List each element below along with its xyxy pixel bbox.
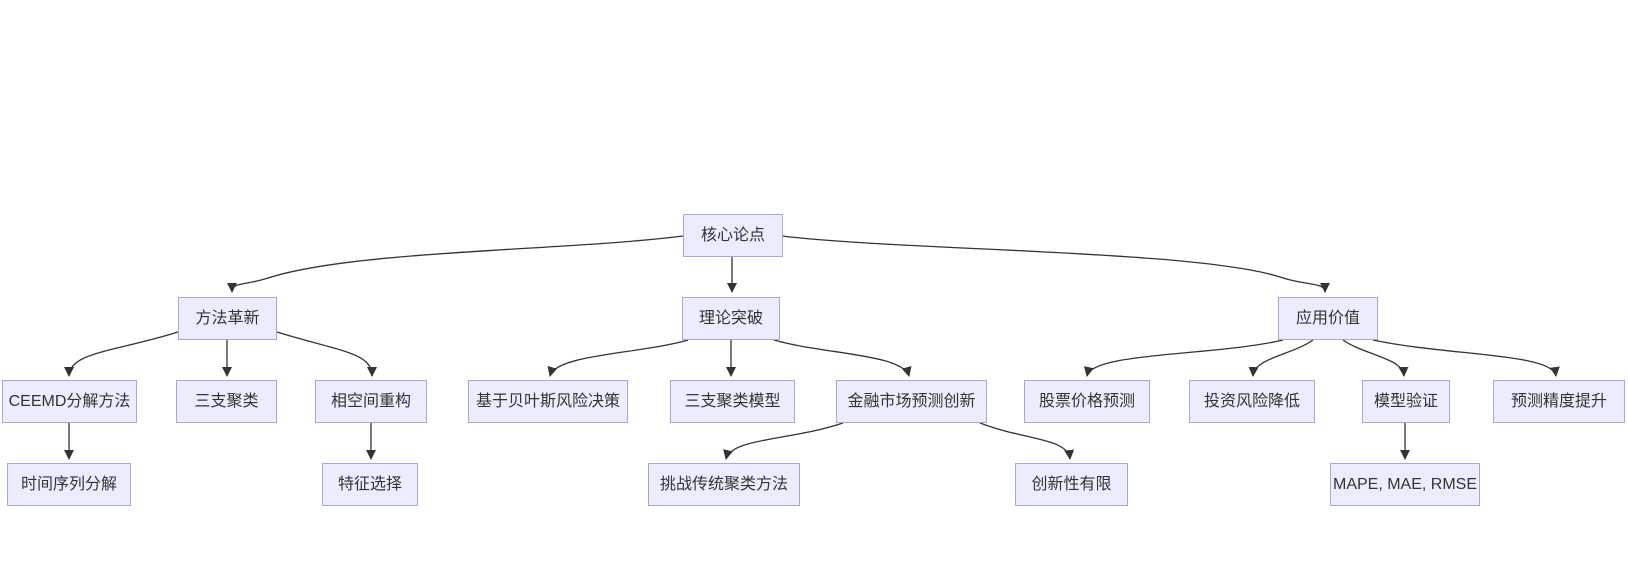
edge-method-to-phase-space bbox=[276, 331, 377, 377]
edge-theory-to-bayes bbox=[547, 339, 689, 377]
node-stock: 股票价格预测 bbox=[1024, 380, 1150, 423]
node-time-series: 时间序列分解 bbox=[7, 463, 131, 506]
node-phase-space: 相空间重构 bbox=[315, 380, 427, 423]
node-metrics: MAPE, MAE, RMSE bbox=[1330, 463, 1480, 506]
node-accuracy: 预测精度提升 bbox=[1493, 380, 1625, 423]
node-three-way-model: 三支聚类模型 bbox=[670, 380, 795, 423]
node-challenge: 挑战传统聚类方法 bbox=[648, 463, 800, 506]
edge-application-to-stock bbox=[1083, 339, 1284, 377]
node-feature: 特征选择 bbox=[322, 463, 418, 506]
edge-finance-to-limited bbox=[979, 422, 1075, 460]
node-risk: 投资风险降低 bbox=[1189, 380, 1315, 423]
node-limited: 创新性有限 bbox=[1015, 463, 1128, 506]
node-validation: 模型验证 bbox=[1362, 380, 1450, 423]
node-application: 应用价值 bbox=[1278, 297, 1378, 340]
edge-application-to-risk bbox=[1248, 339, 1314, 377]
edge-method-to-ceemd bbox=[64, 331, 179, 377]
node-bayes: 基于贝叶斯风险决策 bbox=[468, 380, 628, 423]
node-finance: 金融市场预测创新 bbox=[836, 380, 987, 423]
node-core: 核心论点 bbox=[683, 214, 783, 257]
edge-application-to-validation bbox=[1342, 339, 1409, 377]
node-theory: 理论突破 bbox=[682, 297, 780, 340]
edge-finance-to-challenge bbox=[723, 422, 844, 460]
node-method: 方法革新 bbox=[178, 297, 277, 340]
node-ceemd: CEEMD分解方法 bbox=[2, 380, 137, 423]
edge-core-to-application bbox=[781, 235, 1330, 293]
edge-theory-to-finance bbox=[773, 339, 912, 377]
node-three-way: 三支聚类 bbox=[176, 380, 277, 423]
edge-application-to-accuracy bbox=[1372, 339, 1560, 377]
edge-core-to-method bbox=[227, 235, 684, 293]
